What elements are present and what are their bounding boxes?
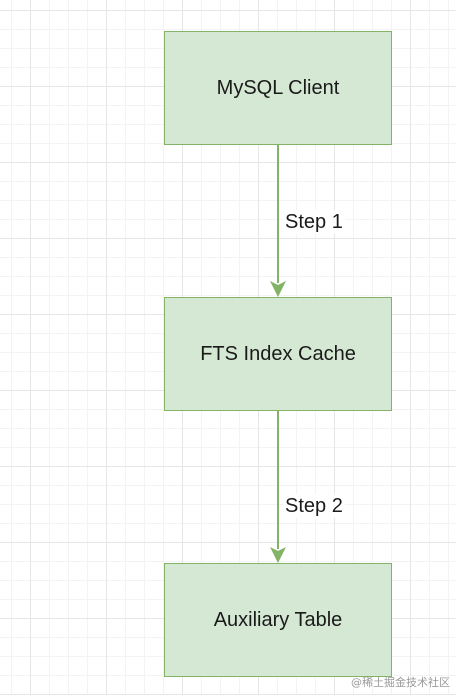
arrowhead-icon	[270, 281, 286, 297]
node-label: Auxiliary Table	[213, 608, 343, 631]
watermark: @稀土掘金技术社区	[351, 676, 450, 689]
node-label: MySQL Client	[216, 76, 340, 99]
node-label: FTS Index Cache	[200, 342, 356, 365]
node-auxiliary-table: Auxiliary Table	[164, 563, 392, 677]
edge-cache-to-auxiliary	[270, 411, 286, 563]
arrowhead-icon	[270, 547, 286, 563]
edge-label-step-2: Step 2	[283, 494, 345, 518]
edge-label-step-1: Step 1	[283, 210, 345, 234]
node-fts-index-cache: FTS Index Cache	[164, 297, 392, 411]
edge-client-to-cache	[270, 145, 286, 297]
node-mysql-client: MySQL Client	[164, 31, 392, 145]
